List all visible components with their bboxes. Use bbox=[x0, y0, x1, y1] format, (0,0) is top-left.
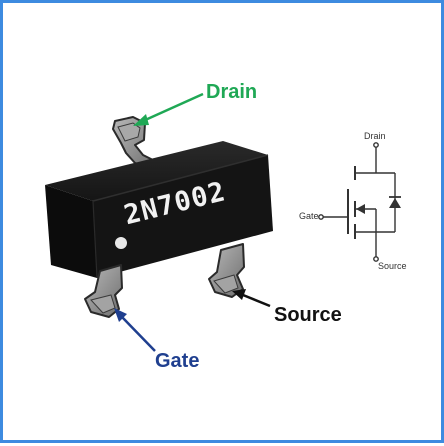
gate-arrow bbox=[114, 308, 156, 352]
pin1-marker-dot bbox=[115, 237, 127, 249]
drain-arrow bbox=[133, 92, 204, 126]
source-arrow bbox=[232, 289, 271, 308]
drain-lead bbox=[112, 116, 156, 170]
mosfet-schematic-symbol bbox=[318, 142, 401, 262]
mosfet-diagram: 2N7002 Drain Source Gate bbox=[45, 81, 407, 372]
gate-lead bbox=[84, 264, 123, 318]
sot23-package bbox=[45, 141, 273, 279]
channel-arrow-icon bbox=[356, 204, 365, 214]
source-callout-label: Source bbox=[274, 304, 342, 326]
schematic-gate-label: Gate bbox=[299, 211, 319, 221]
gate-callout-label: Gate bbox=[155, 350, 199, 372]
schematic-drain-label: Drain bbox=[364, 131, 386, 141]
source-lead bbox=[208, 243, 245, 298]
schematic-source-label: Source bbox=[378, 261, 407, 271]
body-diode-icon bbox=[389, 198, 401, 208]
drain-callout-label: Drain bbox=[206, 81, 257, 103]
